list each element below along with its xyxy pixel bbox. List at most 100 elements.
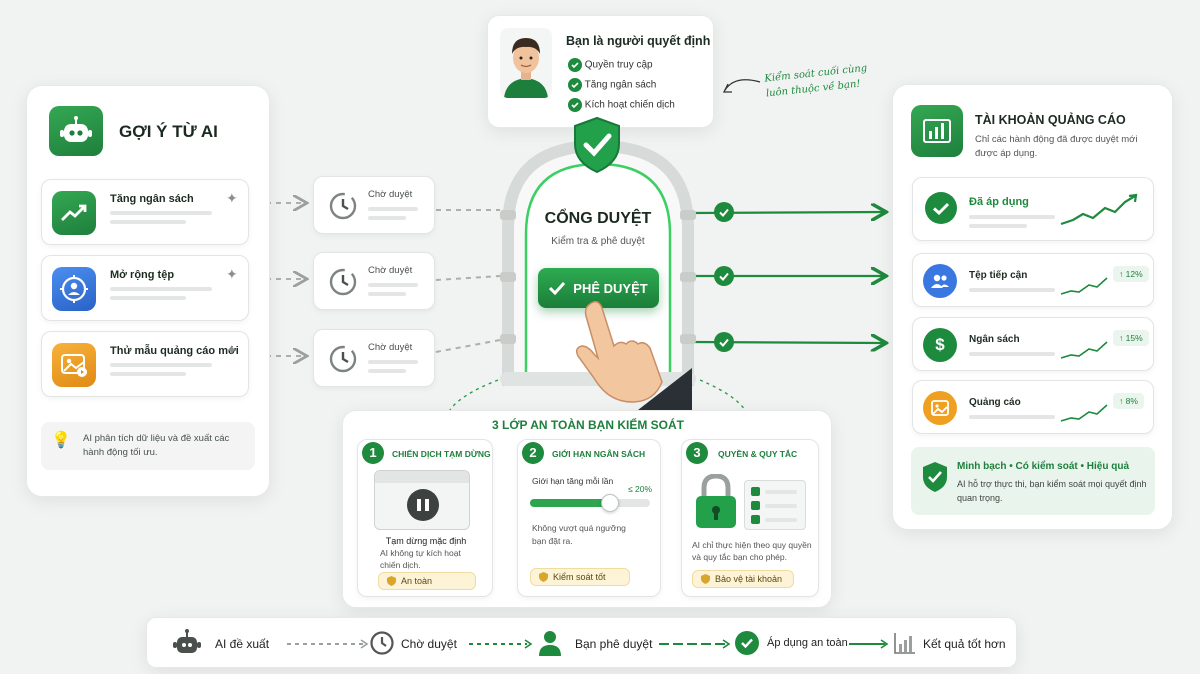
- decider-item: Tăng ngân sách: [568, 78, 656, 92]
- change-badge: ↑ 15%: [1113, 330, 1149, 346]
- account-row-label: Quảng cáo: [969, 397, 1021, 408]
- layer-rules: 3 QUYỀN & QUY TẮC AI chỉ thực hiện theo …: [681, 439, 819, 597]
- flow-step-label: Áp dụng an toàn: [767, 637, 848, 649]
- bar-chart-icon: [894, 633, 915, 654]
- check-circle-icon: [925, 192, 957, 224]
- approve-button[interactable]: PHÊ DUYỆT: [538, 268, 659, 308]
- robot-icon: [49, 106, 103, 156]
- gate-title: CỔNG DUYỆT: [544, 210, 652, 227]
- flow-step-label: Bạn phê duyệt: [575, 637, 653, 651]
- target-audience-icon: [52, 267, 96, 311]
- layer-pill: Kiểm soát tốt: [530, 568, 630, 586]
- approve-button-label: PHÊ DUYỆT: [573, 280, 648, 296]
- sparkline: [1060, 277, 1108, 295]
- budget-slider[interactable]: [530, 494, 650, 512]
- ai-card-title: GỢI Ý TỪ AI: [119, 122, 218, 141]
- check-node: [714, 332, 734, 352]
- safety-layers-title: 3 LỚP AN TOÀN BẠN KIỂM SOÁT: [491, 418, 685, 432]
- layer-pill: Bảo vệ tài khoản: [692, 570, 794, 588]
- applied-label: Đã áp dụng: [969, 196, 1029, 208]
- layer-budget-limit: 2 GIỚI HẠN NGÂN SÁCH Giới hạn tăng mỗi l…: [517, 439, 661, 597]
- flow-arrow: [287, 639, 369, 649]
- clock-icon: [329, 268, 357, 296]
- pending-label: Chờ duyệt: [368, 342, 413, 353]
- slider-fill: [530, 499, 610, 507]
- account-title: TÀI KHOẢN QUẢNG CÁO: [975, 113, 1126, 127]
- ai-note-text: AI phân tích dữ liệu và đề xuất các hành…: [83, 433, 230, 458]
- slider-label: Giới hạn tăng mỗi lần: [532, 476, 614, 486]
- pointing-hand-icon: [575, 301, 692, 410]
- ai-note: 💡 AI phân tích dữ liệu và đề xuất các hà…: [41, 422, 255, 470]
- layer-desc: Không vượt quá ngưỡng bạn đặt ra.: [532, 523, 626, 546]
- check-node: [714, 202, 734, 222]
- layer-paused-campaign: 1 CHIẾN DỊCH TẠM DỪNG Tạm dừng mặc định …: [357, 439, 493, 597]
- layer-desc: AI chỉ thực hiện theo quy quyền và quy t…: [692, 540, 812, 562]
- slider-value: ≤ 20%: [628, 484, 653, 494]
- ai-suggestion-item[interactable]: Thử mẫu quảng cáo mới ✦: [41, 331, 249, 397]
- clock-icon: [370, 631, 394, 655]
- layer-title: GIỚI HẠN NGÂN SÁCH: [552, 449, 646, 459]
- sparkle-icon: ✦: [226, 190, 238, 206]
- ai-suggestion-label: Thử mẫu quảng cáo mới: [110, 345, 239, 357]
- ai-suggestion-label: Tăng ngân sách: [110, 193, 194, 205]
- avatar: [500, 28, 552, 98]
- shield-icon: [387, 576, 396, 586]
- footer-text: AI hỗ trợ thực thi, bạn kiểm soát mọi qu…: [957, 479, 1147, 503]
- applied-box: Đã áp dụng: [912, 177, 1154, 241]
- account-footer: Minh bạch • Có kiểm soát • Hiệu quả AI h…: [911, 447, 1155, 515]
- clock-icon: [329, 345, 357, 373]
- decider-item: Kích hoạt chiến dịch: [568, 98, 675, 112]
- image-ad-icon: [52, 343, 96, 387]
- safety-layers-card: 3 LỚP AN TOÀN BẠN KIỂM SOÁT 1 CHIẾN DỊCH…: [342, 410, 832, 608]
- check-icon: [549, 281, 566, 295]
- checklist-icon: [744, 480, 806, 530]
- pause-icon: [407, 489, 439, 521]
- decider-card: Bạn là người quyết định Quyền truy cập T…: [487, 15, 714, 128]
- flow-step-label: Kết quả tốt hơn: [923, 637, 1006, 651]
- trend-up-icon: [52, 191, 96, 235]
- check-circle-icon: [735, 631, 759, 655]
- flow-step-label: AI đề xuất: [215, 637, 270, 651]
- change-badge: ↑ 12%: [1113, 266, 1149, 282]
- pending-label: Chờ duyệt: [368, 189, 413, 200]
- shield-check-icon: [574, 116, 620, 174]
- layer-title: CHIẾN DỊCH TẠM DỪNG: [392, 449, 491, 459]
- flow-arrow: [849, 639, 889, 649]
- layer-pill: An toàn: [378, 572, 476, 590]
- flow-bar: AI đề xuất Chờ duyệt Bạn phê duyệt Áp dụ…: [146, 617, 1017, 668]
- decider-title: Bạn là người quyết định: [566, 34, 711, 48]
- check-icon: [568, 98, 582, 112]
- ai-suggestion-item[interactable]: Mở rộng tệp ✦: [41, 255, 249, 321]
- robot-icon: [173, 629, 201, 653]
- window-pause-illustration: [374, 470, 470, 530]
- pending-box: Chờ duyệt: [313, 176, 435, 234]
- pending-label: Chờ duyệt: [368, 265, 413, 276]
- layer-number: 3: [686, 442, 708, 464]
- slider-handle[interactable]: [601, 494, 619, 512]
- footer-title: Minh bạch • Có kiểm soát • Hiệu quả: [957, 461, 1130, 472]
- clock-icon: [329, 192, 357, 220]
- ai-suggestion-item[interactable]: Tăng ngân sách ✦: [41, 179, 249, 245]
- ad-account-card: TÀI KHOẢN QUẢNG CÁO Chỉ các hành động đã…: [892, 84, 1173, 530]
- shield-icon: [701, 574, 710, 584]
- account-row: Tệp tiếp cận ↑ 12%: [912, 253, 1154, 307]
- bar-chart-icon: [911, 105, 963, 157]
- flow-step-label: Chờ duyệt: [401, 637, 457, 651]
- lightbulb-icon: 💡: [51, 432, 71, 449]
- ai-suggestions-card: GỢI Ý TỪ AI Tăng ngân sách ✦ Mở rộng tệp…: [26, 85, 270, 497]
- layer-number: 1: [362, 442, 384, 464]
- change-badge: ↑ 8%: [1113, 393, 1144, 409]
- account-row: Quảng cáo ↑ 8%: [912, 380, 1154, 434]
- users-icon: [923, 264, 957, 298]
- lock-icon: [696, 474, 736, 528]
- account-subtitle: Chỉ các hành động đã được duyệt mới được…: [975, 134, 1138, 159]
- gate-subtitle: Kiểm tra & phê duyệt: [551, 236, 645, 247]
- sparkle-icon: ✦: [226, 342, 238, 358]
- shield-check-icon: [923, 462, 947, 492]
- sparkle-icon: ✦: [226, 266, 238, 282]
- decider-item: Quyền truy cập: [568, 58, 653, 72]
- shield-icon: [539, 572, 548, 582]
- trend-sparkline: [1060, 193, 1138, 226]
- layer-title: QUYỀN & QUY TẮC: [718, 449, 798, 459]
- layer-number: 2: [522, 442, 544, 464]
